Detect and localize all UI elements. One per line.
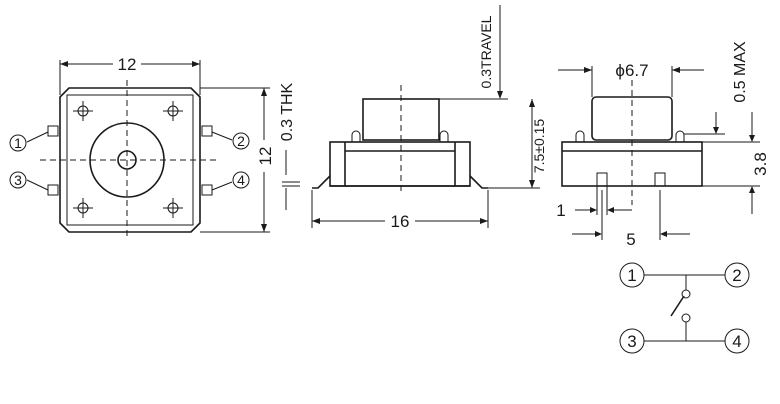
diameter-label: ϕ6.7 xyxy=(615,61,648,80)
pin-1-marker xyxy=(9,134,27,152)
switch-schematic: 1 2 3 4 xyxy=(619,262,750,354)
thickness-label: 0.3 THK xyxy=(279,82,296,141)
side-width-label: 16 xyxy=(391,212,410,231)
pin-2-label: 2 xyxy=(237,133,245,149)
schematic-pin-3-label: 3 xyxy=(627,332,636,351)
pin-width-label: 1 xyxy=(556,201,565,220)
side-view: 0.3TRAVEL 7.5±0.15 16 xyxy=(311,5,547,231)
top-view: 12 1 2 3 4 xyxy=(9,55,275,240)
top-view-body xyxy=(59,87,201,233)
max-label: 0.5 MAX xyxy=(732,41,749,103)
end-view: ϕ6.7 0.5 MAX 3.8 1 5 xyxy=(556,41,770,249)
schematic-pin-1-label: 1 xyxy=(627,266,636,285)
top-height-label: 12 xyxy=(256,147,275,166)
travel-label: 0.3TRAVEL xyxy=(478,15,494,88)
top-width-label: 12 xyxy=(118,55,137,74)
pin-1-label: 1 xyxy=(14,135,22,151)
pin-2-marker xyxy=(232,132,250,150)
pin-4-label: 4 xyxy=(237,172,245,188)
body-height-label: 3.8 xyxy=(751,152,770,176)
pin-4-marker xyxy=(232,171,250,189)
pin-3-marker xyxy=(9,171,27,189)
side-height-label: 7.5±0.15 xyxy=(531,119,547,174)
pin-pitch-label: 5 xyxy=(626,230,635,249)
schematic-pin-2-label: 2 xyxy=(732,266,741,285)
side-body xyxy=(329,141,471,187)
pin-3-label: 3 xyxy=(14,172,22,188)
schematic-pin-4-label: 4 xyxy=(732,332,741,351)
thickness-note: 0.3 THK xyxy=(279,82,300,210)
